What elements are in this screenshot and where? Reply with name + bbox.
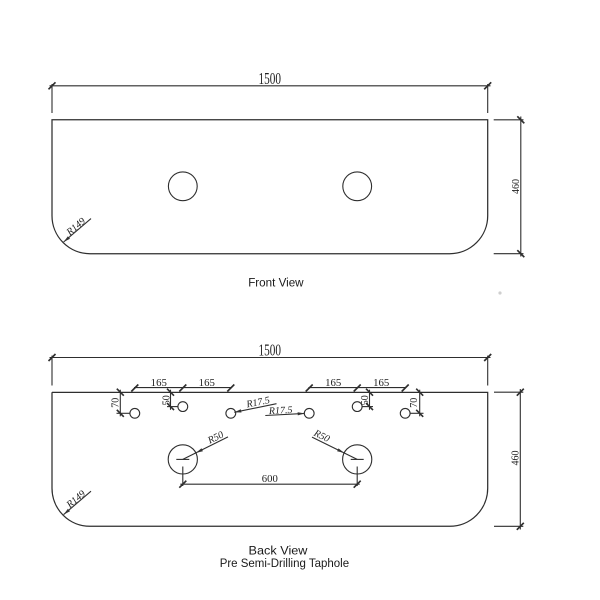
svg-text:165: 165	[373, 378, 389, 389]
svg-text:1500: 1500	[259, 341, 282, 360]
svg-text:70: 70	[409, 398, 420, 408]
svg-text:460: 460	[511, 451, 522, 466]
svg-text:50: 50	[360, 395, 371, 405]
svg-text:R17.5: R17.5	[268, 405, 293, 417]
svg-text:165: 165	[199, 378, 215, 389]
svg-text:165: 165	[325, 378, 341, 389]
svg-text:70: 70	[111, 398, 122, 408]
svg-text:R50: R50	[205, 429, 225, 446]
svg-text:600: 600	[262, 474, 278, 485]
svg-text:Pre Semi-Drilling Taphole: Pre Semi-Drilling Taphole	[220, 556, 350, 570]
svg-text:165: 165	[151, 378, 167, 389]
svg-text:R149: R149	[64, 216, 88, 239]
svg-text:1500: 1500	[259, 69, 282, 88]
svg-text:Front View: Front View	[248, 276, 303, 290]
svg-text:R149: R149	[64, 489, 88, 512]
svg-text:Back View: Back View	[249, 543, 308, 557]
svg-text:50: 50	[161, 395, 172, 405]
svg-text:460: 460	[511, 179, 522, 194]
svg-text:R17.5: R17.5	[245, 395, 271, 411]
svg-text:R50: R50	[311, 428, 331, 445]
